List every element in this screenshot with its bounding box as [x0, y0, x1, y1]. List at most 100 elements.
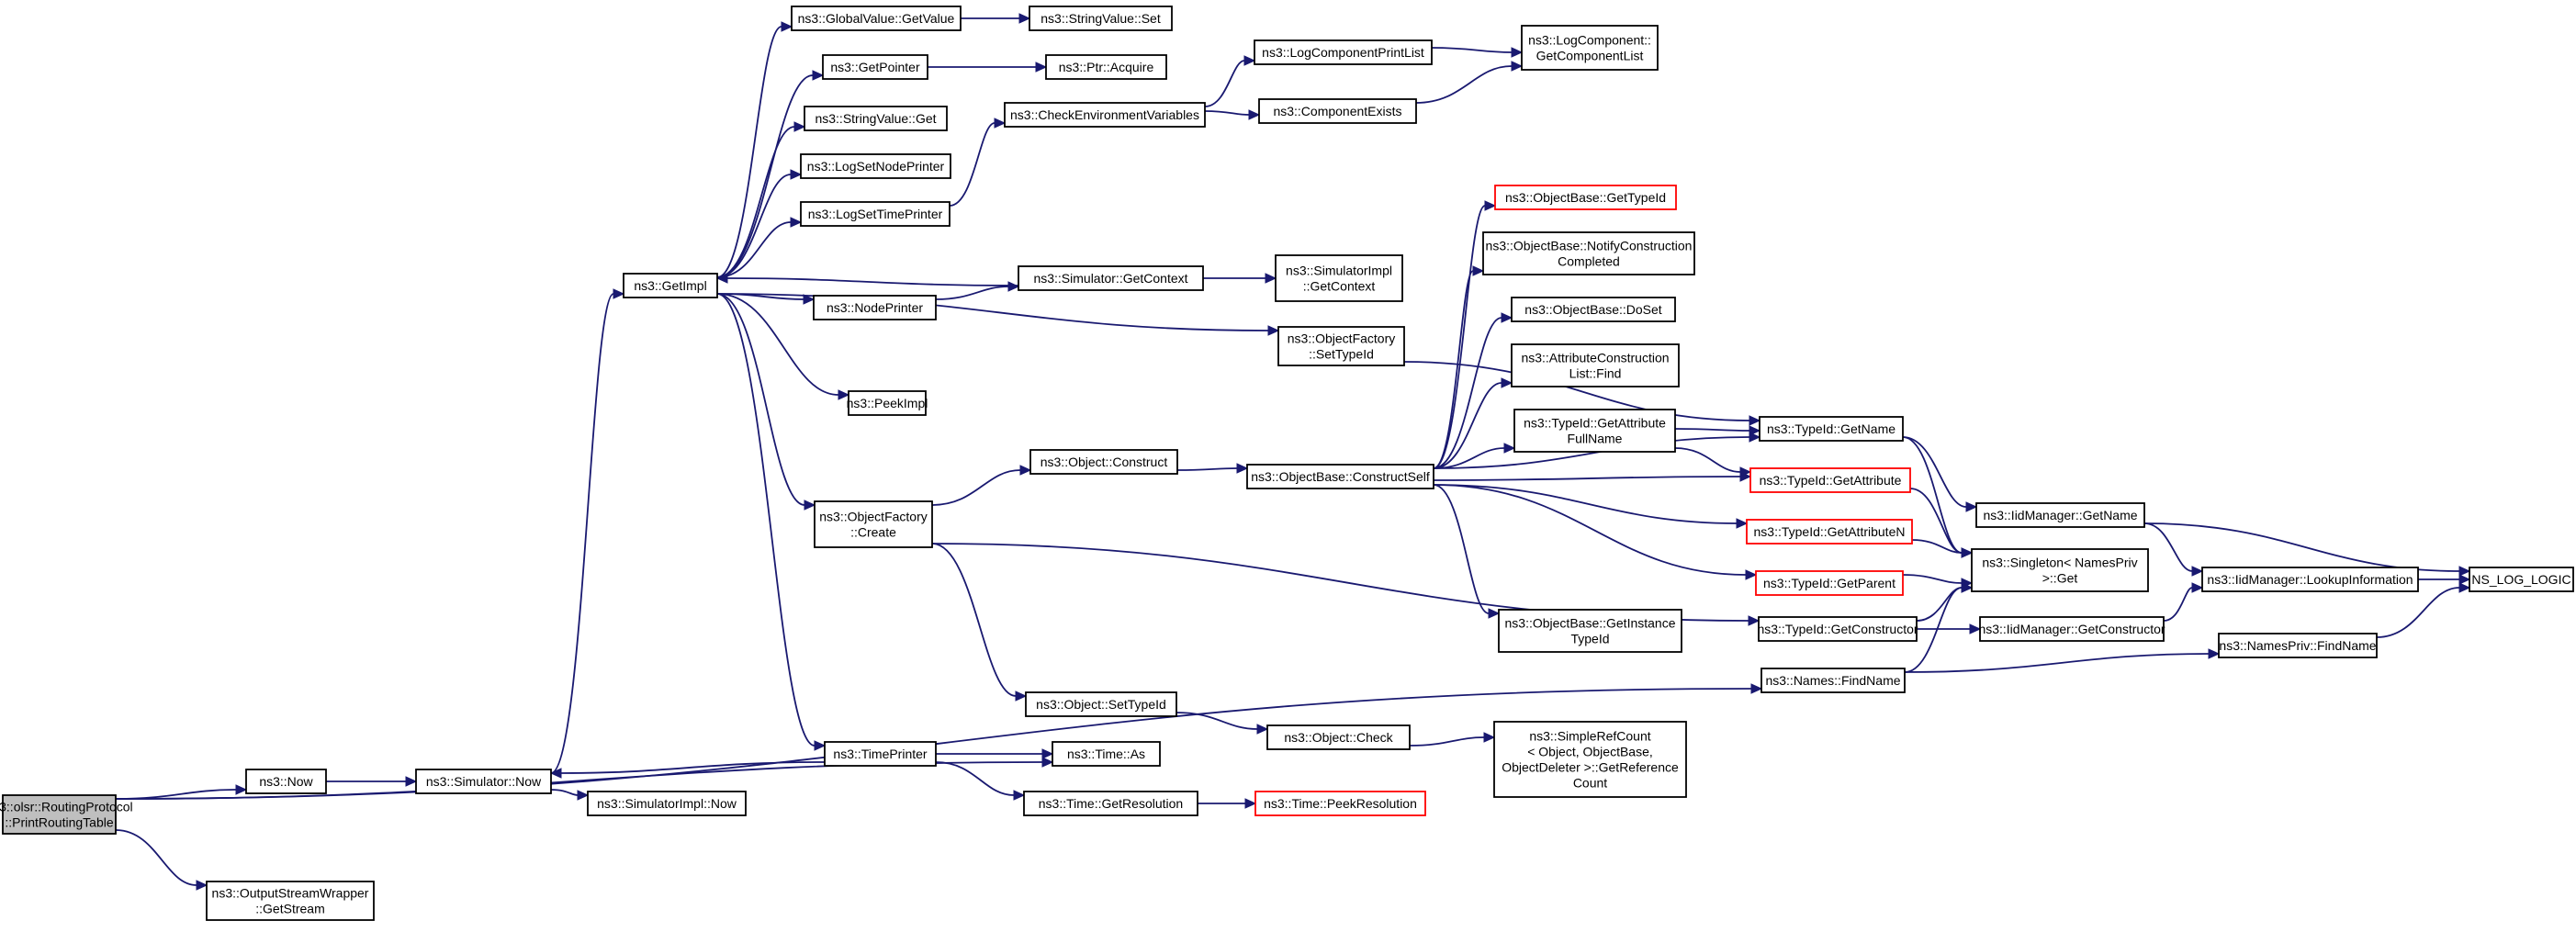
node-osw[interactable]: ns3::OutputStreamWrapper::GetStream: [206, 881, 375, 921]
edge-arrowhead: [1749, 432, 1761, 443]
node-timePrinter[interactable]: ns3::TimePrinter: [824, 741, 937, 767]
edge-tidGetAttrFull-to-tidGetName: [1674, 428, 1750, 432]
edge-arrowhead: [1013, 790, 1026, 801]
node-label: ns3::Time::As: [1067, 747, 1145, 761]
node-label: ns3::ObjectFactory: [819, 510, 928, 524]
edge-arrowhead: [1035, 62, 1048, 73]
node-nsLogLogic[interactable]: NS_LOG_LOGIC: [2469, 567, 2574, 592]
node-singletonGet[interactable]: ns3::Singleton< NamesPriv>::Get: [1971, 548, 2149, 592]
edge-arrowhead: [1736, 518, 1749, 529]
edge-objConstruct-to-obConstructSelf: [1176, 467, 1238, 471]
node-obGetTypeId[interactable]: ns3::ObjectBase::GetTypeId: [1494, 185, 1677, 210]
edge-arrowhead: [577, 790, 590, 801]
node-box: [1018, 265, 1204, 291]
node-label: ns3::Time::GetResolution: [1039, 796, 1183, 811]
node-timeAs[interactable]: ns3::Time::As: [1052, 741, 1161, 767]
node-box: [1277, 326, 1405, 366]
node-objConstruct[interactable]: ns3::Object::Construct: [1029, 449, 1178, 475]
node-box: [2, 794, 117, 835]
node-logCompPrint[interactable]: ns3::LogComponentPrintList: [1254, 39, 1433, 65]
edge-arrowhead: [1015, 691, 1028, 702]
node-simNow[interactable]: ns3::Simulator::Now: [415, 769, 552, 794]
node-timeGetRes[interactable]: ns3::Time::GetResolution: [1023, 791, 1198, 816]
node-label: ns3::TypeId::GetConstructor: [1757, 622, 1918, 636]
node-root[interactable]: ns3::olsr::RoutingProtocol::PrintRouting…: [0, 794, 133, 835]
node-nodePrinter[interactable]: ns3::NodePrinter: [813, 295, 937, 320]
edge-arrowhead: [1488, 608, 1501, 619]
node-svSet[interactable]: ns3::StringValue::Set: [1029, 6, 1173, 31]
node-compExists[interactable]: ns3::ComponentExists: [1258, 98, 1417, 124]
node-obConstructSelf[interactable]: ns3::ObjectBase::ConstructSelf: [1246, 464, 1434, 489]
node-objSetTypeId[interactable]: ns3::Object::SetTypeId: [1025, 691, 1177, 717]
node-namesFind[interactable]: ns3::Names::FindName: [1760, 668, 1906, 693]
node-label: ::PrintRoutingTable: [5, 815, 114, 830]
edge-arrowhead: [1501, 377, 1513, 388]
node-ptrAcquire[interactable]: ns3::Ptr::Acquire: [1045, 54, 1167, 80]
node-box: [1755, 570, 1904, 596]
node-label: ns3::NodePrinter: [827, 300, 923, 315]
node-tidGetParent[interactable]: ns3::TypeId::GetParent: [1755, 570, 1904, 596]
node-now[interactable]: ns3::Now: [245, 769, 327, 794]
edge-arrowhead: [1749, 425, 1761, 436]
node-timePeekRes[interactable]: ns3::Time::PeekResolution: [1254, 791, 1426, 816]
node-obNotify[interactable]: ns3::ObjectBase::NotifyConstructionCompl…: [1482, 231, 1695, 275]
node-getPointer[interactable]: ns3::GetPointer: [822, 54, 928, 80]
node-checkEnv[interactable]: ns3::CheckEnvironmentVariables: [1004, 102, 1206, 128]
node-gvGetValue[interactable]: ns3::GlobalValue::GetValue: [791, 6, 962, 31]
node-box: [1975, 502, 2145, 528]
node-srcGetRef[interactable]: ns3::SimpleRefCount< Object, ObjectBase,…: [1493, 721, 1687, 798]
edge-arrowhead: [1041, 757, 1054, 768]
node-svGet[interactable]: ns3::StringValue::Get: [804, 106, 948, 131]
node-logTime[interactable]: ns3::LogSetTimePrinter: [800, 201, 951, 227]
node-ofCreate[interactable]: ns3::ObjectFactory::Create: [814, 500, 933, 548]
node-label: ns3::SimulatorImpl: [1286, 264, 1392, 278]
node-tidGetName[interactable]: ns3::TypeId::GetName: [1759, 416, 1904, 442]
edge-ofSetTypeId-to-tidGetName: [1403, 361, 1750, 421]
edge-getImpl-to-ofSetTypeId: [716, 293, 1269, 331]
node-label: ns3::NamesPriv::FindName: [2219, 638, 2376, 653]
node-label: ::Create: [850, 525, 896, 540]
node-simGetCtx[interactable]: ns3::Simulator::GetContext: [1018, 265, 1204, 291]
node-peekImpl[interactable]: ns3::PeekImpl: [847, 390, 928, 416]
node-label: FullName: [1568, 432, 1623, 446]
node-label: ::SetTypeId: [1309, 347, 1374, 362]
edge-compExists-to-logCompGet: [1415, 65, 1513, 104]
node-tidGetCtor[interactable]: ns3::TypeId::GetConstructor: [1757, 616, 1918, 642]
edge-arrowhead: [2191, 566, 2204, 577]
edge-obConstructSelf-to-acFind: [1433, 382, 1502, 469]
node-simImplCtx[interactable]: ns3::SimulatorImpl::GetContext: [1275, 254, 1403, 302]
edge-arrowhead: [549, 768, 562, 779]
node-logNode[interactable]: ns3::LogSetNodePrinter: [800, 153, 951, 179]
node-box: [623, 273, 718, 298]
node-label: ns3::StringValue::Set: [1041, 11, 1161, 26]
node-box: [1511, 343, 1680, 387]
edge-arrowhead: [1244, 798, 1257, 809]
node-obDoSet[interactable]: ns3::ObjectBase::DoSet: [1511, 297, 1676, 322]
node-label: NS_LOG_LOGIC: [2471, 572, 2570, 587]
edge-arrowhead: [814, 740, 827, 751]
edge-iidGetName-to-iidLookup: [2143, 522, 2193, 572]
node-namesPrivFind[interactable]: ns3::NamesPriv::FindName: [2218, 633, 2378, 658]
node-tidGetAttrN[interactable]: ns3::TypeId::GetAttributeN: [1746, 519, 1913, 545]
edge-simNow-to-simImplNow: [550, 789, 579, 796]
node-label: >::Get: [2042, 571, 2078, 586]
edge-obConstructSelf-to-tidGetParent: [1433, 484, 1747, 576]
node-ofSetTypeId[interactable]: ns3::ObjectFactory::SetTypeId: [1277, 326, 1405, 366]
node-getImpl[interactable]: ns3::GetImpl: [623, 273, 718, 298]
node-iidLookup[interactable]: ns3::IidManager::LookupInformation: [2201, 567, 2419, 592]
edge-arrowhead: [804, 500, 816, 511]
node-tidGetAttr[interactable]: ns3::TypeId::GetAttribute: [1749, 467, 1911, 493]
edge-namesPrivFind-to-nsLogLogic: [2376, 587, 2460, 638]
edge-tidGetName-to-iidGetName: [1902, 436, 1967, 508]
node-logCompGet[interactable]: ns3::LogComponent::GetComponentList: [1521, 25, 1659, 71]
node-label: ns3::Object::Construct: [1041, 455, 1168, 469]
edge-arrowhead: [2208, 648, 2221, 659]
edge-arrowhead: [838, 389, 850, 400]
node-iidGetName[interactable]: ns3::IidManager::GetName: [1975, 502, 2145, 528]
node-iidGetCtor[interactable]: ns3::IidManager::GetConstructor: [1978, 616, 2165, 642]
node-simImplNow[interactable]: ns3::SimulatorImpl::Now: [587, 791, 747, 816]
node-objCheck[interactable]: ns3::Object::Check: [1266, 724, 1411, 750]
